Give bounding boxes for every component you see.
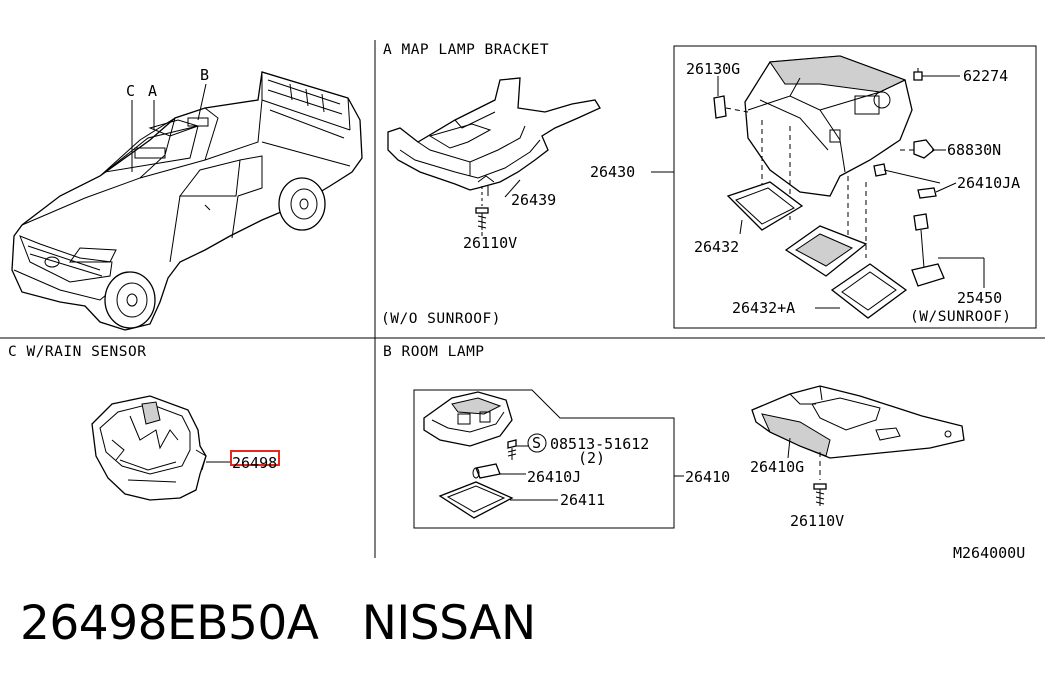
section-a-title: A MAP LAMP BRACKET xyxy=(383,42,549,58)
marker-c: C xyxy=(126,82,135,100)
room-lamp-drawing xyxy=(423,391,517,519)
part-26432-plus-a: 26432+A xyxy=(732,299,795,317)
section-b-title: B ROOM LAMP xyxy=(383,344,485,360)
part-25450: 25450 xyxy=(957,289,1002,307)
section-c-title: C W/RAIN SENSOR xyxy=(8,344,146,360)
pickup-truck-illustration: C A B xyxy=(11,66,363,331)
part-26410: 26410 xyxy=(685,468,730,486)
marker-a: A xyxy=(148,82,157,100)
diagram-code: M264000U xyxy=(953,544,1025,562)
screw-symbol-s: S xyxy=(532,434,541,452)
sunroof-lamp-frame xyxy=(673,45,1037,329)
marker-b: B xyxy=(200,66,209,84)
part-26432: 26432 xyxy=(694,238,739,256)
room-lamp-frame xyxy=(413,389,675,529)
panel-dividers xyxy=(0,40,1045,558)
bolt-26110V-a xyxy=(475,186,489,230)
room-lamp-bracket-drawing xyxy=(751,385,965,506)
part-08513-51612: 08513-51612 xyxy=(550,435,649,453)
note-wo-sunroof: (W/O SUNROOF) xyxy=(381,311,501,327)
part-68830n: 68830N xyxy=(947,141,1001,159)
part-26130g: 26130G xyxy=(686,60,740,78)
screw-symbol xyxy=(527,433,547,453)
part-62274: 62274 xyxy=(963,67,1008,85)
part-26411: 26411 xyxy=(560,491,605,509)
rain-sensor-cover-drawing xyxy=(91,395,207,501)
part-26110v-b: 26110V xyxy=(790,512,844,530)
highlight-26498 xyxy=(230,450,280,466)
screw-qty: (2) xyxy=(578,449,605,467)
part-26498: 26498 xyxy=(232,454,277,472)
map-lamp-assembly-drawing xyxy=(713,55,945,319)
part-26410g: 26410G xyxy=(750,458,804,476)
map-lamp-bracket-drawing xyxy=(387,77,601,230)
part-26410j: 26410J xyxy=(527,468,581,486)
part-number-caption: 26498EB50A NISSAN xyxy=(20,596,536,651)
part-26110v-a: 26110V xyxy=(463,234,517,252)
note-w-sunroof: (W/SUNROOF) xyxy=(910,309,1012,325)
part-26430: 26430 xyxy=(590,163,635,181)
part-26439: 26439 xyxy=(511,191,556,209)
part-26410ja: 26410JA xyxy=(957,174,1020,192)
